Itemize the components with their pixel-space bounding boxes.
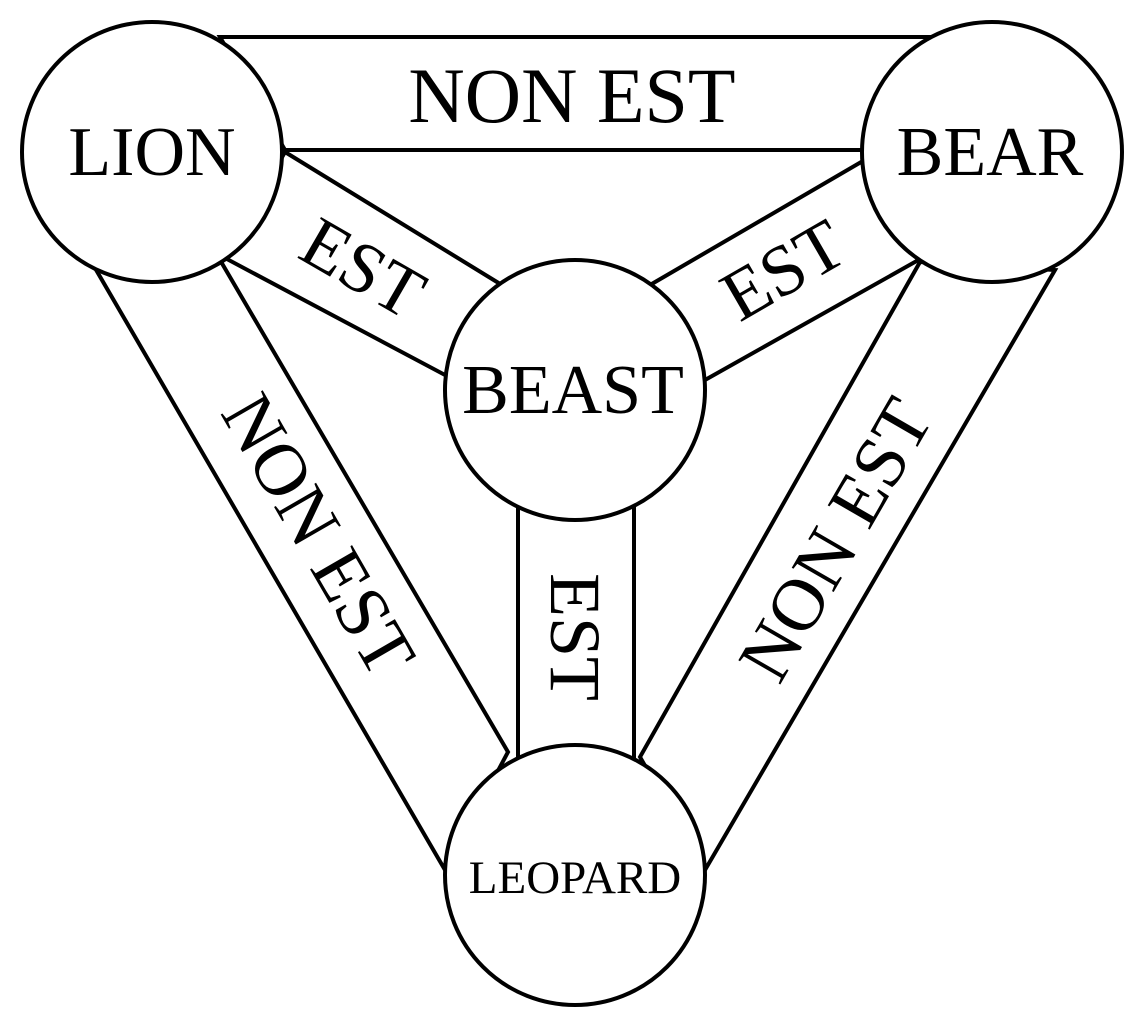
node-lion-label: LION	[68, 114, 235, 191]
link-beast-leopard-label: EST	[535, 573, 615, 701]
node-bear-label: BEAR	[897, 114, 1084, 191]
node-beast-label: BEAST	[462, 352, 684, 429]
node-lion	[20, 20, 284, 284]
node-leopard-label: LEOPARD	[469, 852, 681, 904]
node-bear	[860, 20, 1124, 284]
node-leopard	[443, 743, 707, 1007]
node-beast	[443, 258, 707, 522]
link-lion-bear-label: NON EST	[408, 52, 735, 139]
